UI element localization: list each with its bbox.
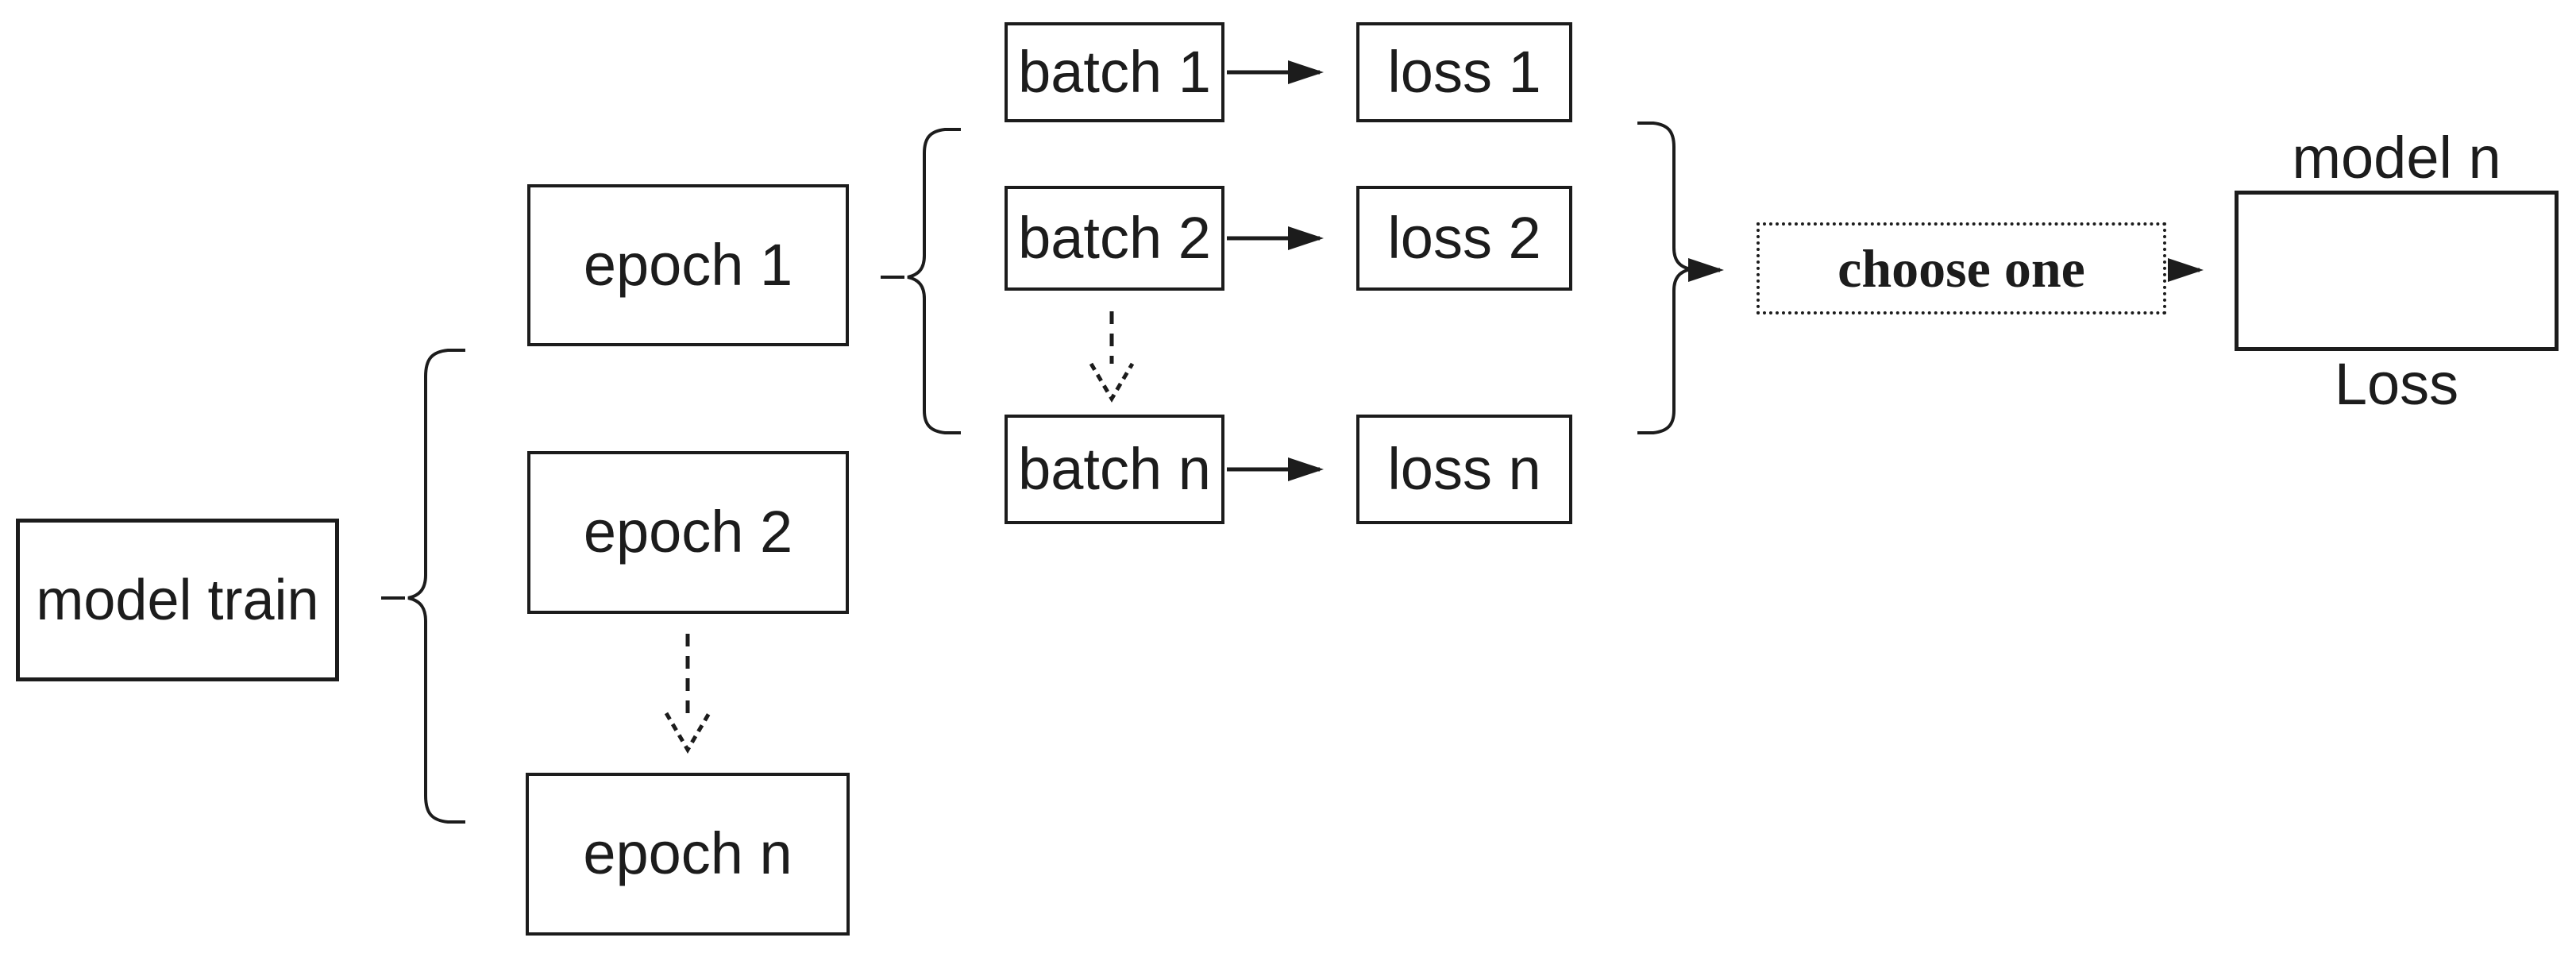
brace-batches [881,128,961,434]
brace-losses [1637,122,1691,434]
node-batch-n: batch n [1005,415,1224,524]
model-n-line: model n [2292,125,2501,191]
dashed-arrow-batch2-to-batchn [1089,311,1135,403]
node-model-n-loss: model n Loss [2235,125,2559,417]
node-batch-2: batch 2 [1005,186,1224,291]
node-loss-n: loss n [1356,415,1572,524]
node-epoch-1: epoch 1 [527,184,849,346]
loss-line: Loss [2334,351,2459,417]
node-choose-one: choose one [1757,222,2166,314]
dashed-arrow-epoch2-to-epochn [664,634,711,754]
node-epoch-n: epoch n [526,773,850,936]
node-loss-1: loss 1 [1356,22,1572,122]
node-loss-2: loss 2 [1356,186,1572,291]
node-model-train: model train [16,519,339,681]
node-model-n-loss-text: model n Loss [2292,0,2501,573]
brace-epochs [381,349,465,824]
node-epoch-2: epoch 2 [527,451,849,614]
node-batch-1: batch 1 [1005,22,1224,122]
